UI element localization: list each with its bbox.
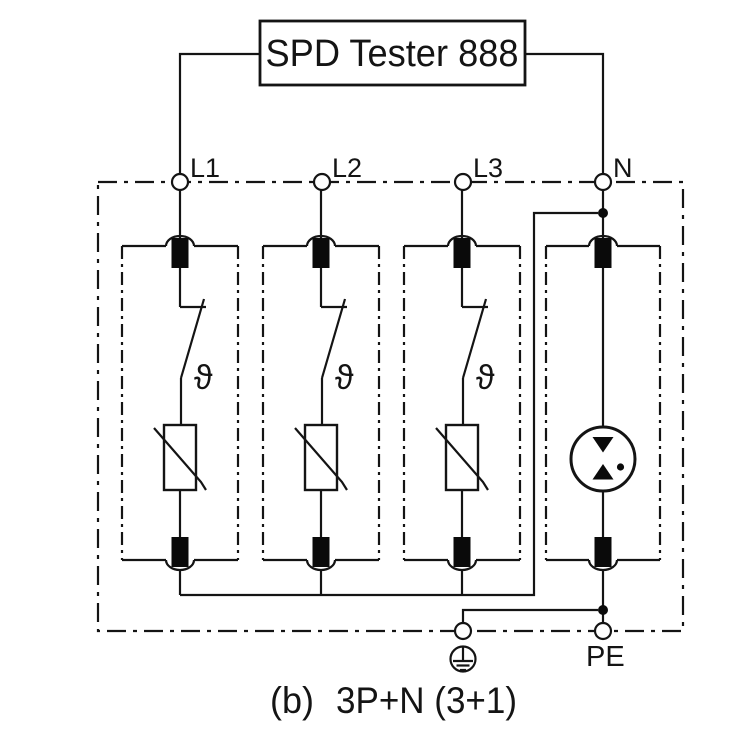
terminal-l3 [453,172,473,192]
theta-symbol-l1: ϑ [194,359,213,397]
tester-lead-n-wire [525,52,605,174]
earth-icon [449,645,477,673]
terminal-earth [453,621,473,641]
branch-n-gdt-module [544,190,662,623]
junction-dot-n [598,208,608,218]
branch-l1-varistor-module [120,188,240,597]
mov-common-to-n-wire [180,211,598,597]
terminal-pe [593,621,613,641]
junction-dot-pe [598,605,608,615]
tester-lead-l1-wire [178,52,260,174]
theta-symbol-l2: ϑ [335,359,354,397]
terminal-n [593,172,613,192]
terminal-l2-label: L2 [332,153,362,183]
terminal-l1 [170,172,190,192]
terminal-l1-label: L1 [190,153,220,183]
terminal-n-label: N [613,153,633,183]
terminal-pe-label: PE [586,641,625,673]
caption-index: (b) [270,680,314,721]
terminal-l3-label: L3 [473,153,503,183]
pe-to-earth-terminal-wire [461,608,598,622]
spd-tester-title: SPD Tester 888 [266,33,519,75]
gas-discharge-tube-icon [569,425,637,493]
branch-l3-varistor-module [402,188,522,597]
theta-symbol-l3: ϑ [476,359,495,397]
branch-l2-varistor-module [261,188,381,597]
caption-label: 3P+N (3+1) [336,680,517,721]
terminal-l2 [312,172,332,192]
